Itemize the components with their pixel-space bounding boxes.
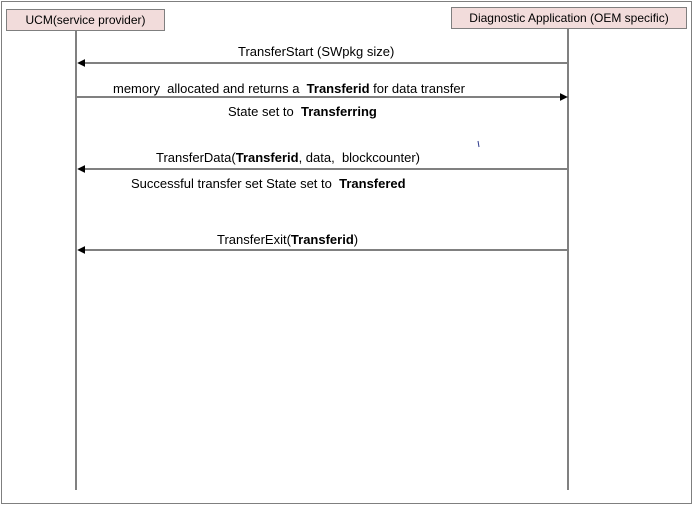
stray-mark bbox=[477, 140, 480, 148]
message-text: State set to bbox=[228, 104, 301, 119]
message-text: TransferExit( bbox=[217, 232, 291, 247]
message-text: memory allocated and returns a bbox=[113, 81, 307, 96]
message-text: TransferData( bbox=[156, 150, 236, 165]
participant-ucm: UCM(service provider) bbox=[6, 9, 165, 31]
message-text: TransferStart (SWpkg size) bbox=[238, 44, 395, 59]
message-transfer-data: TransferData(Transferid, data, blockcoun… bbox=[156, 150, 420, 166]
message-text: , data, blockcounter) bbox=[298, 150, 420, 165]
message-text: ) bbox=[353, 232, 359, 247]
participant-diagnostic-application: Diagnostic Application (OEM specific) bbox=[451, 7, 687, 29]
message-transfer-start: TransferStart (SWpkg size) bbox=[238, 44, 394, 60]
message-state-transfered: Successful transfer set State set to Tra… bbox=[131, 176, 406, 192]
message-state-transferring: State set to Transferring bbox=[228, 104, 377, 120]
message-bold-term: Transferid bbox=[306, 81, 370, 96]
message-transferid-return: memory allocated and returns a Transferi… bbox=[113, 81, 465, 97]
message-bold-term: Transferring bbox=[301, 104, 377, 119]
message-bold-term: Transferid bbox=[235, 150, 299, 165]
message-bold-term: Transfered bbox=[339, 176, 406, 191]
message-text: Successful transfer set State set to bbox=[131, 176, 340, 191]
message-bold-term: Transferid bbox=[290, 232, 354, 247]
message-transfer-exit: TransferExit(Transferid) bbox=[217, 232, 358, 248]
message-text: for data transfer bbox=[369, 81, 465, 96]
